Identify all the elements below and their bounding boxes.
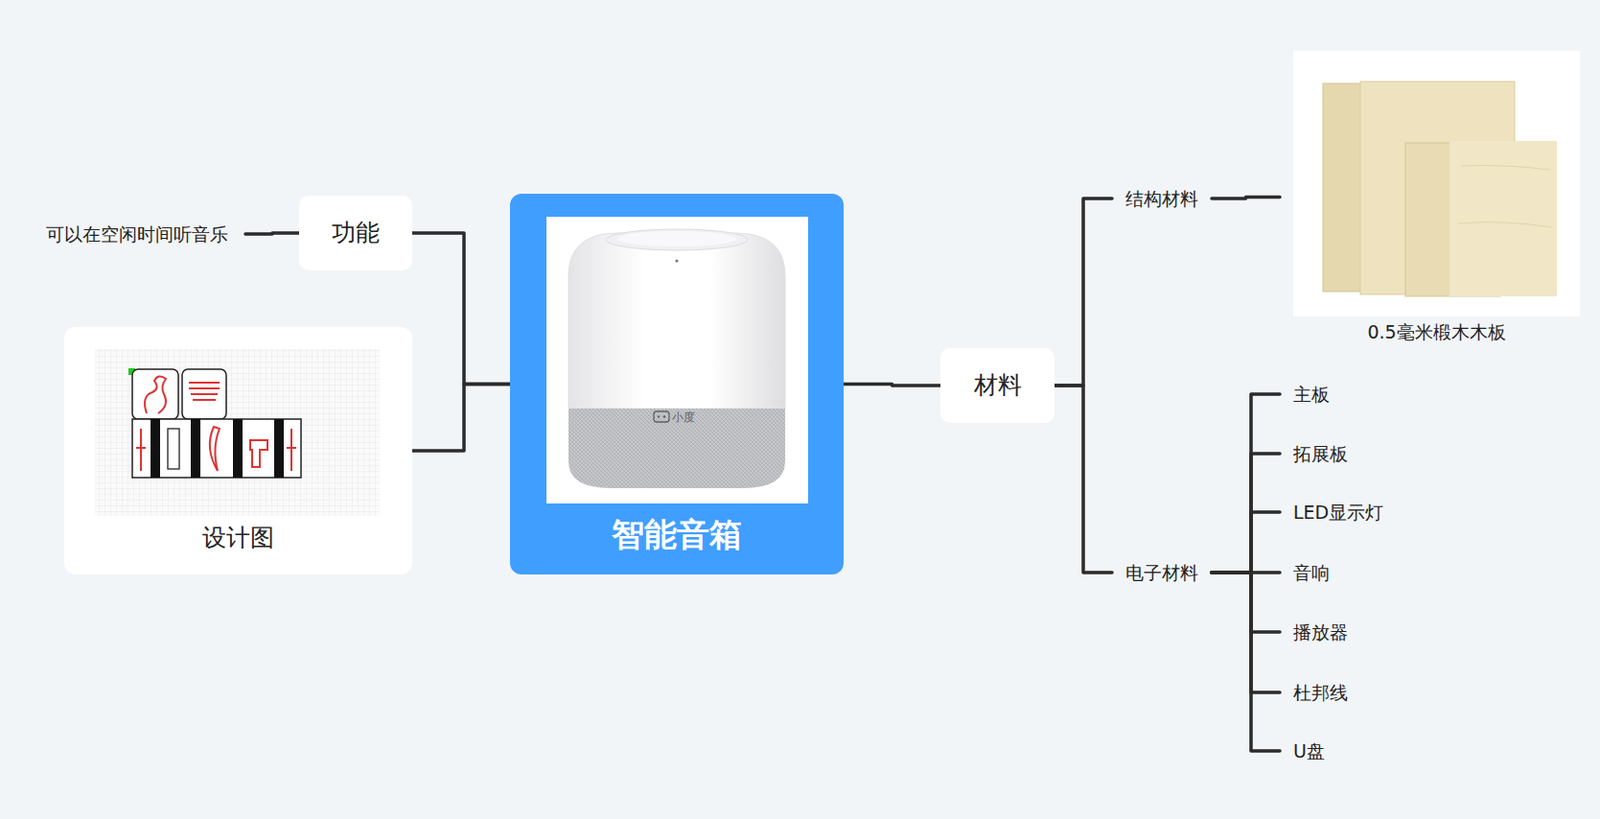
leaf-text: 音响 [1293,559,1330,586]
branch-line [843,384,941,387]
topic-label: 结构材料 [1125,187,1199,210]
branch-line [245,231,300,235]
topic-text: 可以在空闲时间听音乐 [46,221,229,248]
branch-line [1211,572,1280,693]
topic-box: 功能 [299,195,413,271]
topic-label: 主板 [1293,383,1330,406]
topic-label: 音响 [1293,561,1330,584]
topic-box: 材料 [940,347,1055,423]
topic-label: 杜邦线 [1293,681,1348,704]
branch-line [1211,453,1280,573]
branch-line [1211,572,1280,632]
branch-line [1054,385,1113,573]
branch-line [412,232,511,385]
topic-label: 功能 [331,218,380,248]
leaf-text: 播放器 [1293,619,1348,646]
topic-text: 电子材料 [1125,559,1199,586]
topic-label: 拓展板 [1293,442,1348,465]
central-title: 智能音箱 [611,514,743,555]
leaf-text: LED显示灯 [1293,499,1384,526]
branch-line [1211,572,1280,751]
leaf-text: U盘 [1293,738,1325,765]
topic-label: 设计图 [202,523,275,553]
branch-line [412,384,511,452]
topic-label: 材料 [973,371,1022,400]
leaf-text: 拓展板 [1293,440,1348,467]
material-photo: 0.5毫米椴木木板 [1293,50,1580,344]
branch-line [1211,511,1280,573]
plywood-photo [1293,50,1580,317]
topic-text: 结构材料 [1125,185,1199,212]
leaf-text: 杜邦线 [1293,679,1348,706]
brand-logo-text: 小度 [672,410,696,424]
topic-label: LED显示灯 [1293,501,1384,524]
design-box: 设计图 [64,326,413,575]
topic-label: U盘 [1293,740,1325,763]
topic-label: 播放器 [1293,621,1348,644]
branch-line [1054,198,1113,386]
branch-line [1211,196,1280,199]
branch-line [1211,394,1280,573]
leaf-text: 主板 [1293,381,1330,408]
topic-label: 0.5毫米椴木木板 [1367,321,1506,344]
topic-label: 可以在空闲时间听音乐 [46,223,229,246]
topic-label: 电子材料 [1125,561,1199,584]
central-topic: 智能音箱 [510,193,844,575]
